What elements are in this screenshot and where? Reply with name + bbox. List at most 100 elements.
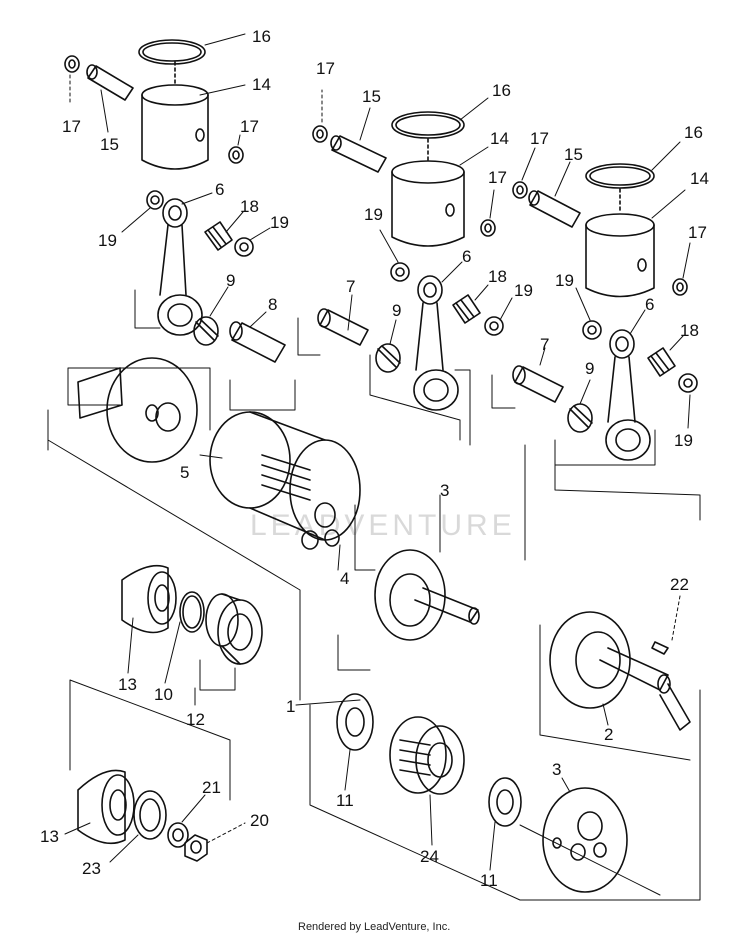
piston-pin-left [86,64,134,101]
piston-ring-right [585,163,655,189]
callout-15-right: 15 [564,145,583,164]
callout-15-mid: 15 [362,87,381,106]
circlip-middle-outer [312,125,328,143]
piston-pin-right [528,190,581,228]
connecting-rod-middle [413,275,459,411]
callout-16-left: 16 [252,27,271,46]
callout-12: 12 [186,710,205,729]
callout-9-left: 9 [226,271,235,290]
callout-9-right: 9 [585,359,594,378]
callout-19-mid-b: 19 [514,281,533,300]
callout-14-right: 14 [690,169,709,188]
callout-15-left: 15 [100,135,119,154]
main-bearing-13-upper [121,564,177,634]
callout-19-left-a: 19 [270,213,289,232]
callout-7-mid: 7 [346,277,355,296]
callout-13-lower: 13 [40,827,59,846]
callout-23: 23 [82,859,101,878]
callout-17-mid-b: 17 [488,168,507,187]
snap-ring-10 [179,591,205,633]
rod-bearing-right [567,403,593,433]
callout-3-upper: 3 [440,481,449,500]
circlip-left-inner [228,146,244,164]
crankpin-7-middle [317,308,369,346]
callout-16-mid: 16 [492,81,511,100]
callout-21: 21 [202,778,221,797]
piston-left [141,61,209,170]
callout-6-mid: 6 [462,247,471,266]
callout-4: 4 [340,569,349,588]
piston-ring-left [138,39,206,65]
piston-pin-middle [330,135,387,173]
bearing-12 [205,593,263,665]
callout-17-mid-a: 17 [316,59,335,78]
washer-middle-2 [390,262,410,282]
callout-1: 1 [286,697,295,716]
callout-18-mid: 18 [488,267,507,286]
callout-11-right: 11 [480,871,498,890]
callout-19-left-b: 19 [98,231,117,250]
callout-20: 20 [250,811,269,830]
callout-14-mid: 14 [490,129,509,148]
piston-middle [391,138,465,247]
callout-5: 5 [180,463,189,482]
bearing-11-right [488,777,522,827]
callout-16-right: 16 [684,123,703,142]
washer-left-2 [146,190,164,210]
washer-middle [484,316,504,336]
callout-17-left-a: 17 [62,117,81,136]
needle-bearing-middle [452,294,481,324]
crank-web-3-lower [542,787,628,893]
rod-bearing-middle [375,343,401,373]
crank-web-3-upper [374,549,480,641]
callout-22: 22 [670,575,689,594]
crank-center-section [209,411,361,550]
callout-17-right-b: 17 [688,223,707,242]
labyrinth-seal-24 [389,716,465,795]
callout-3-lower: 3 [552,760,561,779]
crankpin-7-right [512,365,564,403]
callout-19-right-b: 19 [674,431,693,450]
callout-6-right: 6 [645,295,654,314]
bearing-11-left [336,693,374,751]
crankpin-8 [229,321,286,363]
crank-end-2 [549,611,691,731]
callout-9-mid: 9 [392,301,401,320]
callout-18-right: 18 [680,321,699,340]
woodruff-key-22 [651,641,669,655]
circlip-right-outer [512,181,528,199]
callout-2: 2 [604,725,613,744]
needle-bearing-right [647,347,676,377]
callout-17-left-b: 17 [240,117,259,136]
callout-7-right: 7 [540,335,549,354]
callout-18-left: 18 [240,197,259,216]
connecting-rod-right [605,329,651,461]
circlip-left-outer [64,55,80,73]
main-bearing-13-lower [77,769,135,845]
callout-labels: 16 14 17 15 17 6 18 19 19 9 8 17 15 16 1… [40,27,709,890]
washer-21 [167,822,189,848]
callout-11-left: 11 [336,791,354,810]
piston-right [585,188,655,298]
callout-19-mid-a: 19 [364,205,383,224]
callout-13-upper: 13 [118,675,137,694]
washer-right-2 [582,320,602,340]
washer-right [678,373,698,393]
needle-bearing-left [204,221,233,251]
callout-14-left: 14 [252,75,271,94]
callout-6-left: 6 [215,180,224,199]
footer-credit: Rendered by LeadVenture, Inc. [298,921,450,933]
nut-20 [184,834,208,862]
callout-17-right-a: 17 [530,129,549,148]
circlip-right-inner [672,278,688,296]
callout-10: 10 [154,685,173,704]
circlip-middle-inner [480,219,496,237]
rod-bearing-left [193,316,219,346]
callout-24: 24 [420,847,439,866]
callout-8: 8 [268,295,277,314]
seal-23 [133,790,167,840]
callout-19-right-a: 19 [555,271,574,290]
leader-lines [64,33,691,871]
piston-ring-middle [391,111,465,139]
